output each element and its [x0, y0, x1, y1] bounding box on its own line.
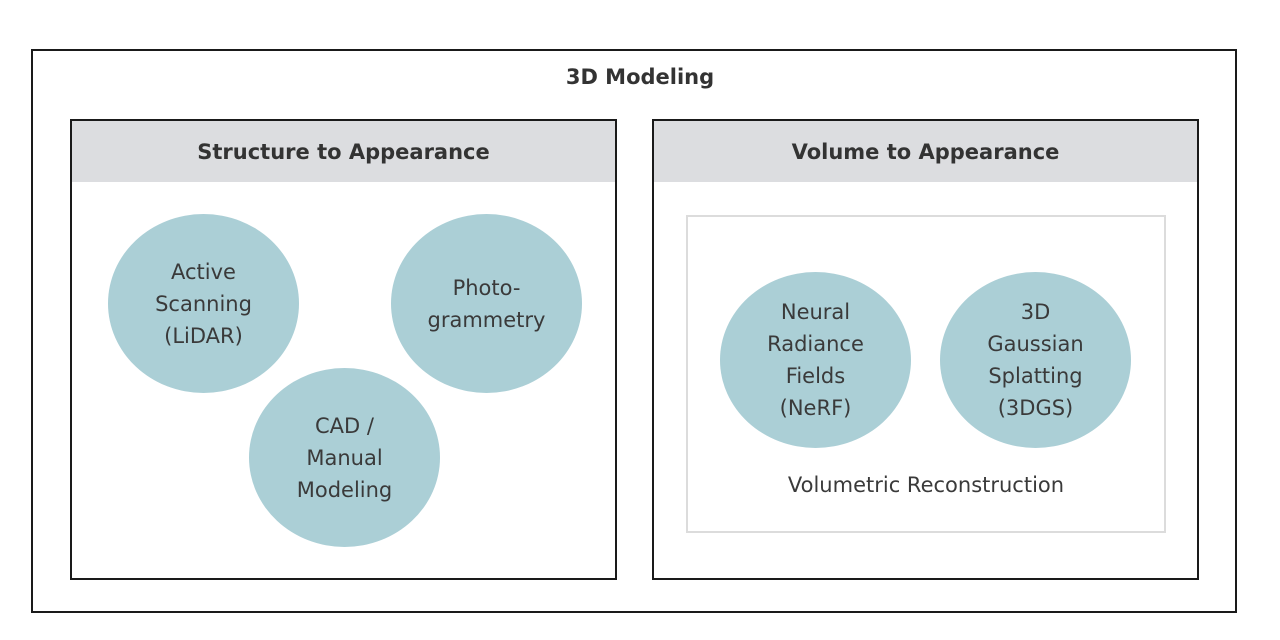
nerf-circle: Neural Radiance Fields (NeRF) [720, 272, 911, 448]
cad-manual-modeling-circle: CAD / Manual Modeling [249, 368, 440, 547]
active-scanning-circle: Active Scanning (LiDAR) [108, 214, 299, 393]
volume-to-appearance-header: Volume to Appearance [654, 121, 1197, 182]
volumetric-reconstruction-label: Volumetric Reconstruction [787, 473, 1065, 497]
3dgs-circle: 3D Gaussian Splatting (3DGS) [940, 272, 1131, 448]
diagram-frame [31, 49, 1237, 613]
photogrammetry-circle: Photo- grammetry [391, 214, 582, 393]
diagram-title: 3D Modeling [565, 65, 715, 89]
structure-to-appearance-header: Structure to Appearance [72, 121, 615, 182]
